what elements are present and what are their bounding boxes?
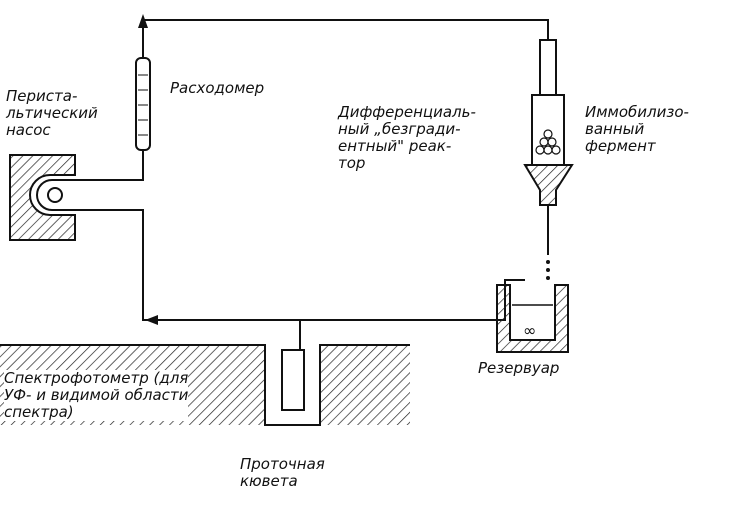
flow-cuvette: [281, 349, 305, 411]
reactor: [523, 39, 574, 206]
reactor-label: Дифференциаль- ный „безгради- ентный" ре…: [338, 103, 476, 172]
tube-return: [75, 209, 525, 321]
flowmeter-label: Расходомер: [170, 79, 265, 97]
svg-text:∞: ∞: [523, 321, 536, 340]
reservoir: ∞: [496, 284, 569, 353]
arrow-up: [138, 14, 148, 28]
pump-label: Перистa- льтический насос: [6, 87, 98, 139]
arrow-left: [145, 315, 158, 325]
tube-pump-out: [75, 150, 144, 181]
spectrophotometer-label: Спектрофотометр (для УФ- и видимой облас…: [4, 369, 189, 421]
flowmeter: [135, 57, 151, 151]
enzyme-label: Иммобилизо- ванный фермент: [585, 103, 689, 155]
peristaltic-pump: [9, 154, 76, 241]
reservoir-label: Резервуар: [478, 359, 560, 377]
drops: [546, 260, 550, 280]
cuvette-label: Проточная кювета: [240, 455, 325, 490]
